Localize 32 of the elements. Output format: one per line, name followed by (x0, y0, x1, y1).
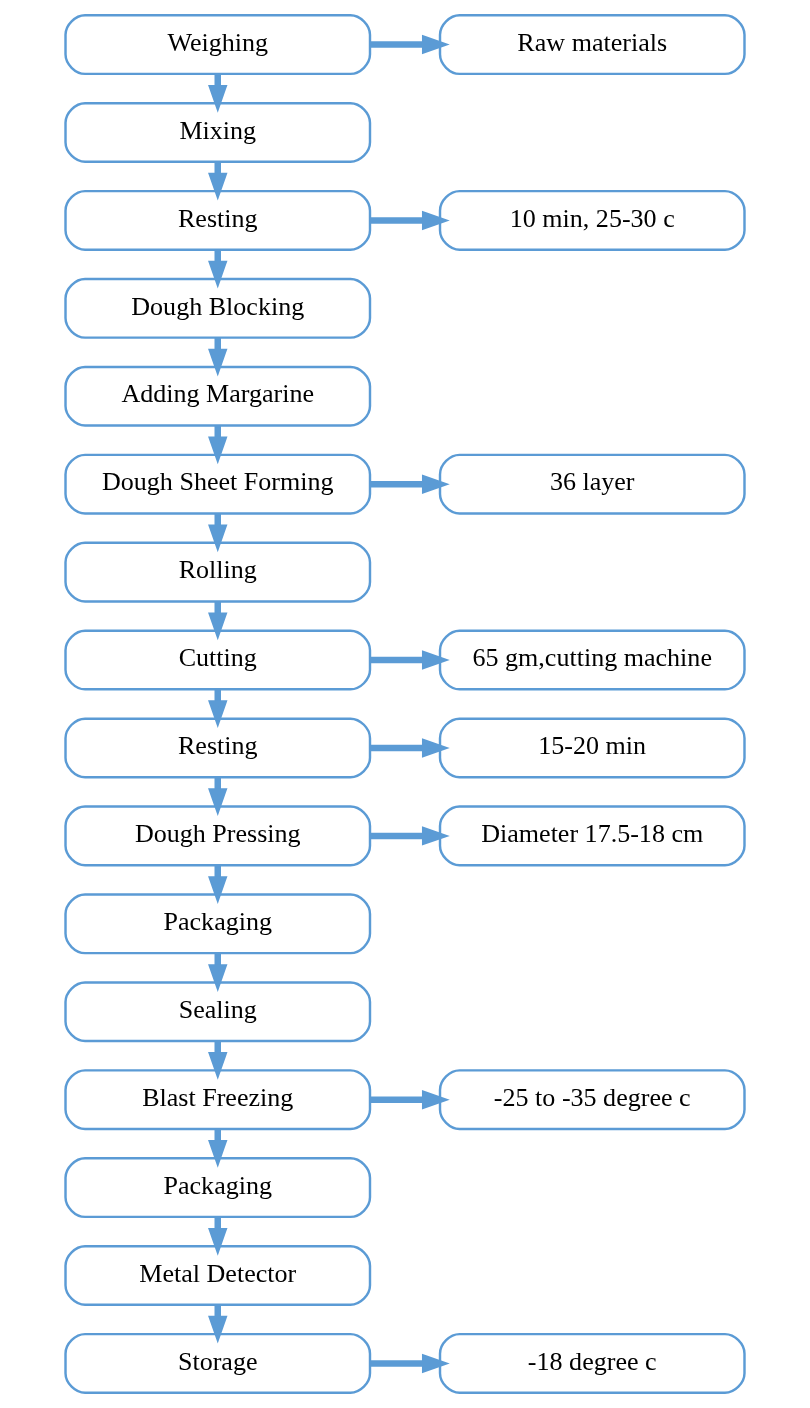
node-box: Cutting (64, 629, 372, 691)
node-box: Resting (64, 717, 372, 779)
node-box: 15-20 min (438, 717, 746, 779)
arrow (370, 738, 450, 758)
node-box: Blast Freezing (64, 1069, 372, 1131)
arrow (370, 1353, 450, 1374)
node-box: Storage (64, 1332, 372, 1394)
node-box: Dough Sheet Forming (64, 453, 372, 515)
node-box: 65 gm,cutting machine (438, 629, 746, 691)
node-box: -25 to -35 degree c (438, 1069, 746, 1131)
node-box: Mixing (64, 101, 372, 163)
node-box: Packaging (64, 1157, 372, 1219)
arrow (370, 474, 450, 494)
node-box: Weighing (64, 14, 372, 76)
node-box: Dough Pressing (64, 805, 372, 867)
node-box: 36 layer (438, 453, 746, 515)
node-box: 10 min, 25-30 c (438, 189, 746, 251)
node-box: -18 degree c (438, 1332, 746, 1394)
node-box: Sealing (64, 981, 372, 1043)
node-box: Diameter 17.5-18 cm (438, 805, 746, 867)
node-box: Rolling (64, 541, 372, 603)
arrow (370, 650, 450, 670)
node-box: Raw materials (438, 14, 746, 76)
node-box: Packaging (64, 893, 372, 955)
arrow (370, 826, 450, 846)
node-box: Resting (64, 189, 372, 251)
arrow (370, 34, 450, 55)
node-box: Metal Detector (64, 1245, 372, 1307)
node-box: Dough Blocking (64, 277, 372, 339)
node-box: Adding Margarine (64, 365, 372, 427)
arrow (370, 1089, 450, 1110)
arrow (370, 210, 450, 231)
